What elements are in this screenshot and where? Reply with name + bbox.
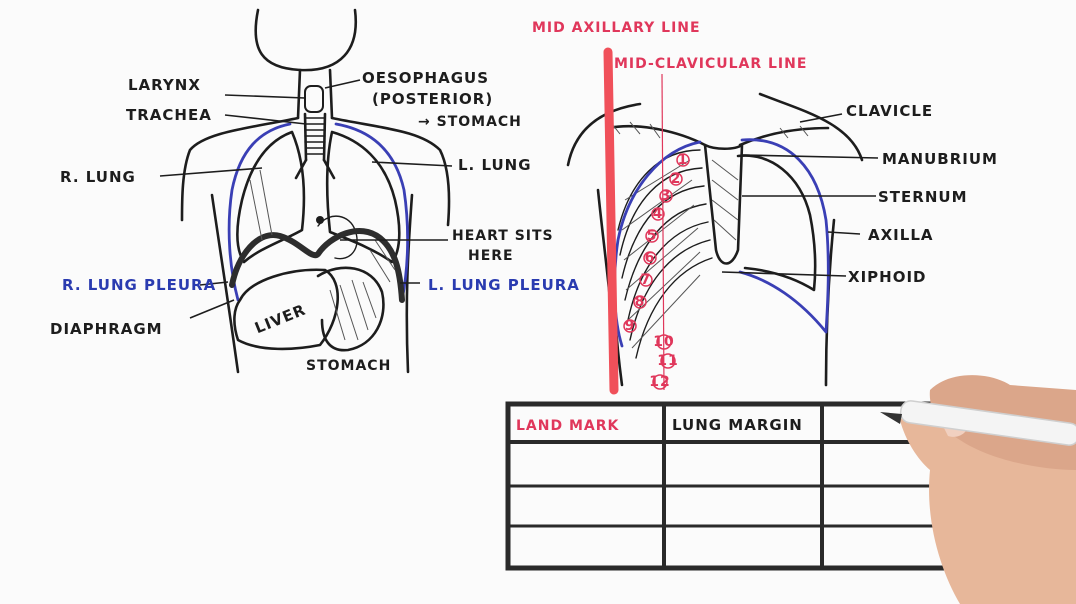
rib-marker-2: 2: [669, 171, 683, 187]
svg-text:7: 7: [641, 272, 652, 288]
rib-marker-6: 6: [643, 250, 657, 266]
left-lung-pleura: [334, 122, 409, 302]
clavicle-label: CLAVICLE: [846, 102, 933, 120]
diaphragm-line: [229, 228, 405, 303]
svg-text:2: 2: [671, 171, 682, 187]
stomach-label: STOMACH: [306, 358, 391, 374]
heart-marker: [316, 216, 324, 224]
mid-axillary-line: [603, 47, 619, 395]
oesophagus-label: OESOPHAGUS: [362, 69, 489, 87]
rib-marker-8: 8: [633, 294, 647, 310]
trachea-label: TRACHEA: [126, 106, 212, 124]
rib-marker-9: 9: [623, 318, 637, 334]
liver-shape: [233, 268, 339, 351]
diaphragm-label: DIAPHRAGM: [50, 320, 163, 338]
rib-marker-10: 10: [653, 334, 674, 350]
larynx-shape: [304, 85, 324, 113]
svg-text:3: 3: [661, 188, 672, 204]
left-leader-lines: [159, 79, 453, 319]
right-leader-lines: [721, 113, 879, 277]
table-header-landmark: LAND MARK: [516, 418, 620, 434]
svg-text:5: 5: [647, 228, 658, 244]
rib-marker-5: 5: [645, 228, 659, 244]
svg-text:6: 6: [645, 250, 656, 266]
rib-marker-7: 7: [639, 272, 653, 288]
r-lung-pleura-label: R. LUNG PLEURA: [62, 276, 216, 294]
rib-number-markers: 1 2 3 4 5 6 7 8 9 10 11 12: [623, 152, 690, 390]
stomach-shape: [316, 266, 385, 352]
ribcage-diagram: 1 2 3 4 5 6 7 8 9 10 11 12 MID AXILLARY …: [532, 20, 998, 395]
rib-marker-4: 4: [651, 206, 665, 222]
xiphoid-label: XIPHOID: [848, 268, 926, 286]
trachea-rings: [294, 112, 336, 180]
mid-axillary-label: MID AXILLARY LINE: [532, 20, 701, 36]
torso-diagram: LARYNX TRACHEA OESOPHAGUS (POSTERIOR) → …: [50, 8, 580, 374]
table-header-lung-margin: LUNG MARGIN: [672, 416, 803, 434]
liver-label: LIVER: [252, 301, 308, 338]
axilla-label: AXILLA: [868, 226, 933, 244]
rib-marker-11: 11: [657, 353, 678, 369]
svg-text:12: 12: [649, 374, 670, 390]
rib-marker-12: 12: [649, 374, 670, 390]
rib-marker-3: 3: [659, 188, 673, 204]
right-lung-pleura: [227, 122, 292, 302]
mid-clavicular-line: [661, 73, 665, 391]
manubrium-label: MANUBRIUM: [882, 150, 998, 168]
hand-with-marker: [880, 375, 1076, 604]
heart-label-line1: HEART SITS: [452, 228, 554, 244]
svg-text:8: 8: [635, 294, 646, 310]
l-lung-pleura-label: L. LUNG PLEURA: [428, 276, 580, 294]
landmark-table: LAND MARK LUNG MARGIN: [505, 401, 951, 571]
clavicle-shape: [606, 124, 707, 147]
heart-label-line2: HERE: [468, 248, 514, 264]
svg-text:4: 4: [653, 206, 664, 222]
svg-text:10: 10: [653, 334, 674, 350]
l-lung-label: L. LUNG: [458, 156, 532, 174]
oesophagus-note-label: (POSTERIOR): [372, 90, 493, 108]
svg-text:9: 9: [625, 318, 636, 334]
marker-pen: [899, 400, 1076, 446]
mid-clavicular-label: MID-CLAVICULAR LINE: [614, 56, 807, 72]
svg-text:11: 11: [657, 353, 678, 369]
sternum-shape: [703, 143, 744, 265]
larynx-label: LARYNX: [128, 76, 201, 94]
stomach-arrow-label: → STOMACH: [418, 114, 522, 130]
svg-text:1: 1: [678, 152, 689, 168]
r-lung-label: R. LUNG: [60, 168, 136, 186]
rib-marker-1: 1: [676, 152, 690, 168]
sternum-label: STERNUM: [878, 188, 968, 206]
